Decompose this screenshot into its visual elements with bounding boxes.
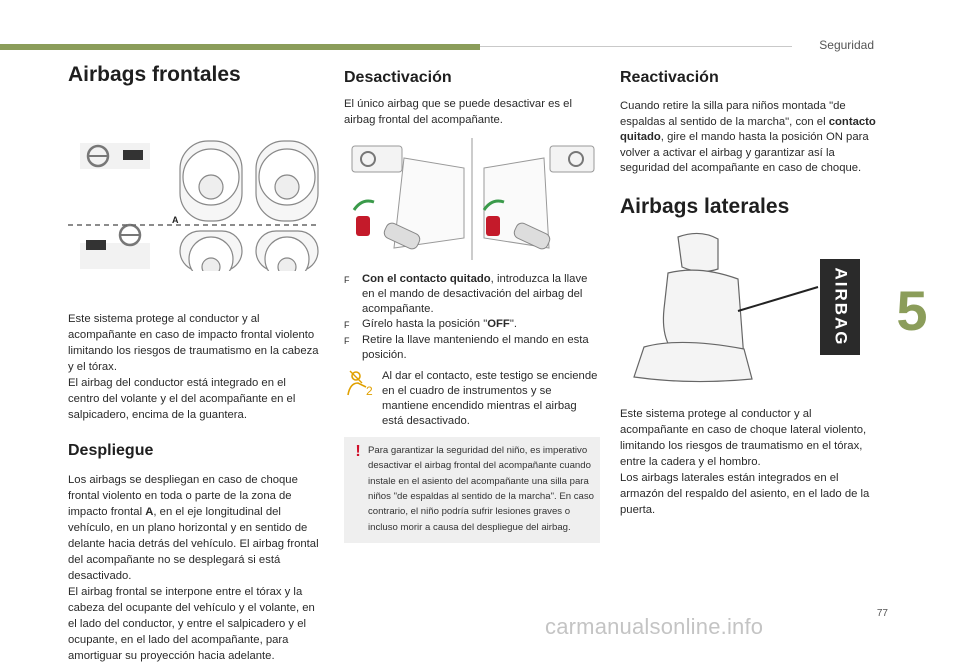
header-accent-bar	[0, 44, 480, 50]
frontal-airbags-heading: Airbags frontales	[68, 63, 241, 86]
side-airbags-heading: Airbags laterales	[620, 194, 790, 218]
step-1-marker: F	[344, 275, 350, 286]
step-2-text: Gírelo hasta la posición "OFF".	[362, 317, 517, 333]
airbag-label: AIRBAG	[832, 267, 851, 346]
despliegue-text-2: El airbag frontal se interpone entre el …	[68, 586, 315, 663]
step-3-text: Retire la llave manteniendo el mando en …	[362, 334, 589, 362]
svg-text:2: 2	[366, 384, 373, 397]
reactivation-bold: contacto quitado	[620, 115, 876, 144]
impact-zone-label: A	[172, 215, 179, 225]
despliegue-zone-ref: A	[145, 506, 154, 519]
chapter-number: 5	[896, 279, 928, 342]
child-safety-warning-text: Para garantizar la seguridad del niño, e…	[368, 445, 595, 533]
reactivation-text-part1: Cuando retire la silla para niños montad…	[620, 100, 846, 128]
frontal-airbag-illustration: A	[68, 140, 320, 282]
step-1-text: Con el contacto quitado, introduzca la l…	[362, 272, 600, 317]
frontal-airbags-figure: A	[68, 103, 320, 282]
despliegue-heading: Despliegue	[68, 442, 154, 460]
step-2-pre: Gírelo hasta la posición "	[362, 318, 488, 331]
child-safety-warning: ! Para garantizar la seguridad del niño,…	[344, 437, 600, 543]
indicator-note: 2 Al dar el contacto, este testigo se en…	[344, 369, 600, 429]
indicator-note-text: Al dar el contacto, este testigo se enci…	[382, 370, 598, 428]
header-rule	[480, 46, 792, 47]
step-2-marker: F	[344, 320, 350, 331]
deactivation-intro: El único airbag que se puede desactivar …	[344, 98, 572, 127]
section-title: Seguridad	[819, 38, 874, 52]
despliegue-text-part2: , en el eje longitudinal del vehículo, e…	[68, 506, 319, 583]
frontal-intro: Este sistema protege al conductor y al a…	[68, 313, 319, 374]
reactivation-text: Cuando retire la silla para niños montad…	[620, 99, 876, 177]
deactivation-heading: Desactivación	[344, 69, 452, 86]
step-1-bold: Con el contacto quitado	[362, 273, 491, 286]
seat-illustration: AIRBAG	[633, 232, 860, 383]
side-airbags-text-2: Los airbags laterales están integrados e…	[620, 471, 870, 516]
step-1: F Con el contacto quitado, introduzca la …	[344, 272, 600, 317]
watermark: carmanualsonline.info	[545, 614, 764, 639]
step-3: F Retire la llave manteniendo el mando en…	[344, 333, 600, 363]
reactivation-heading: Reactivación	[620, 69, 719, 86]
reactivation-text-part2: , gire el mando hasta la posición ON par…	[620, 131, 869, 175]
key-switch-illustration	[351, 138, 595, 261]
column-reactivation: Reactivación Cuando retire la silla para…	[620, 62, 876, 518]
step-1-rest: , introduzca la llave en el mando de des…	[362, 273, 588, 316]
side-airbags-text-1: Este sistema protege al conductor y al a…	[620, 407, 867, 468]
deactivation-steps: F Con el contacto quitado, introduzca la …	[344, 272, 600, 363]
warning-icon: !	[355, 443, 361, 461]
column-deactivation: Desactivación El único airbag que se pue…	[344, 62, 600, 543]
step-2-off: OFF	[487, 318, 510, 331]
step-2-post: ".	[509, 318, 517, 331]
frontal-location: El airbag del conductor está integrado e…	[68, 377, 296, 422]
despliegue-text: Los airbags se despliegan en caso de cho…	[68, 472, 320, 584]
page-number: 77	[876, 608, 888, 619]
column-frontal-airbags: Airbags frontales	[68, 62, 320, 664]
step-3-marker: F	[344, 336, 350, 347]
deactivation-figure	[344, 138, 600, 261]
side-airbags-figure: AIRBAG	[620, 228, 876, 387]
despliegue-text-part1: Los airbags se despliegan en caso de cho…	[68, 474, 298, 519]
airbag-off-indicator-icon: 2	[344, 369, 382, 429]
step-2: F Gírelo hasta la posición "OFF".	[344, 317, 600, 333]
